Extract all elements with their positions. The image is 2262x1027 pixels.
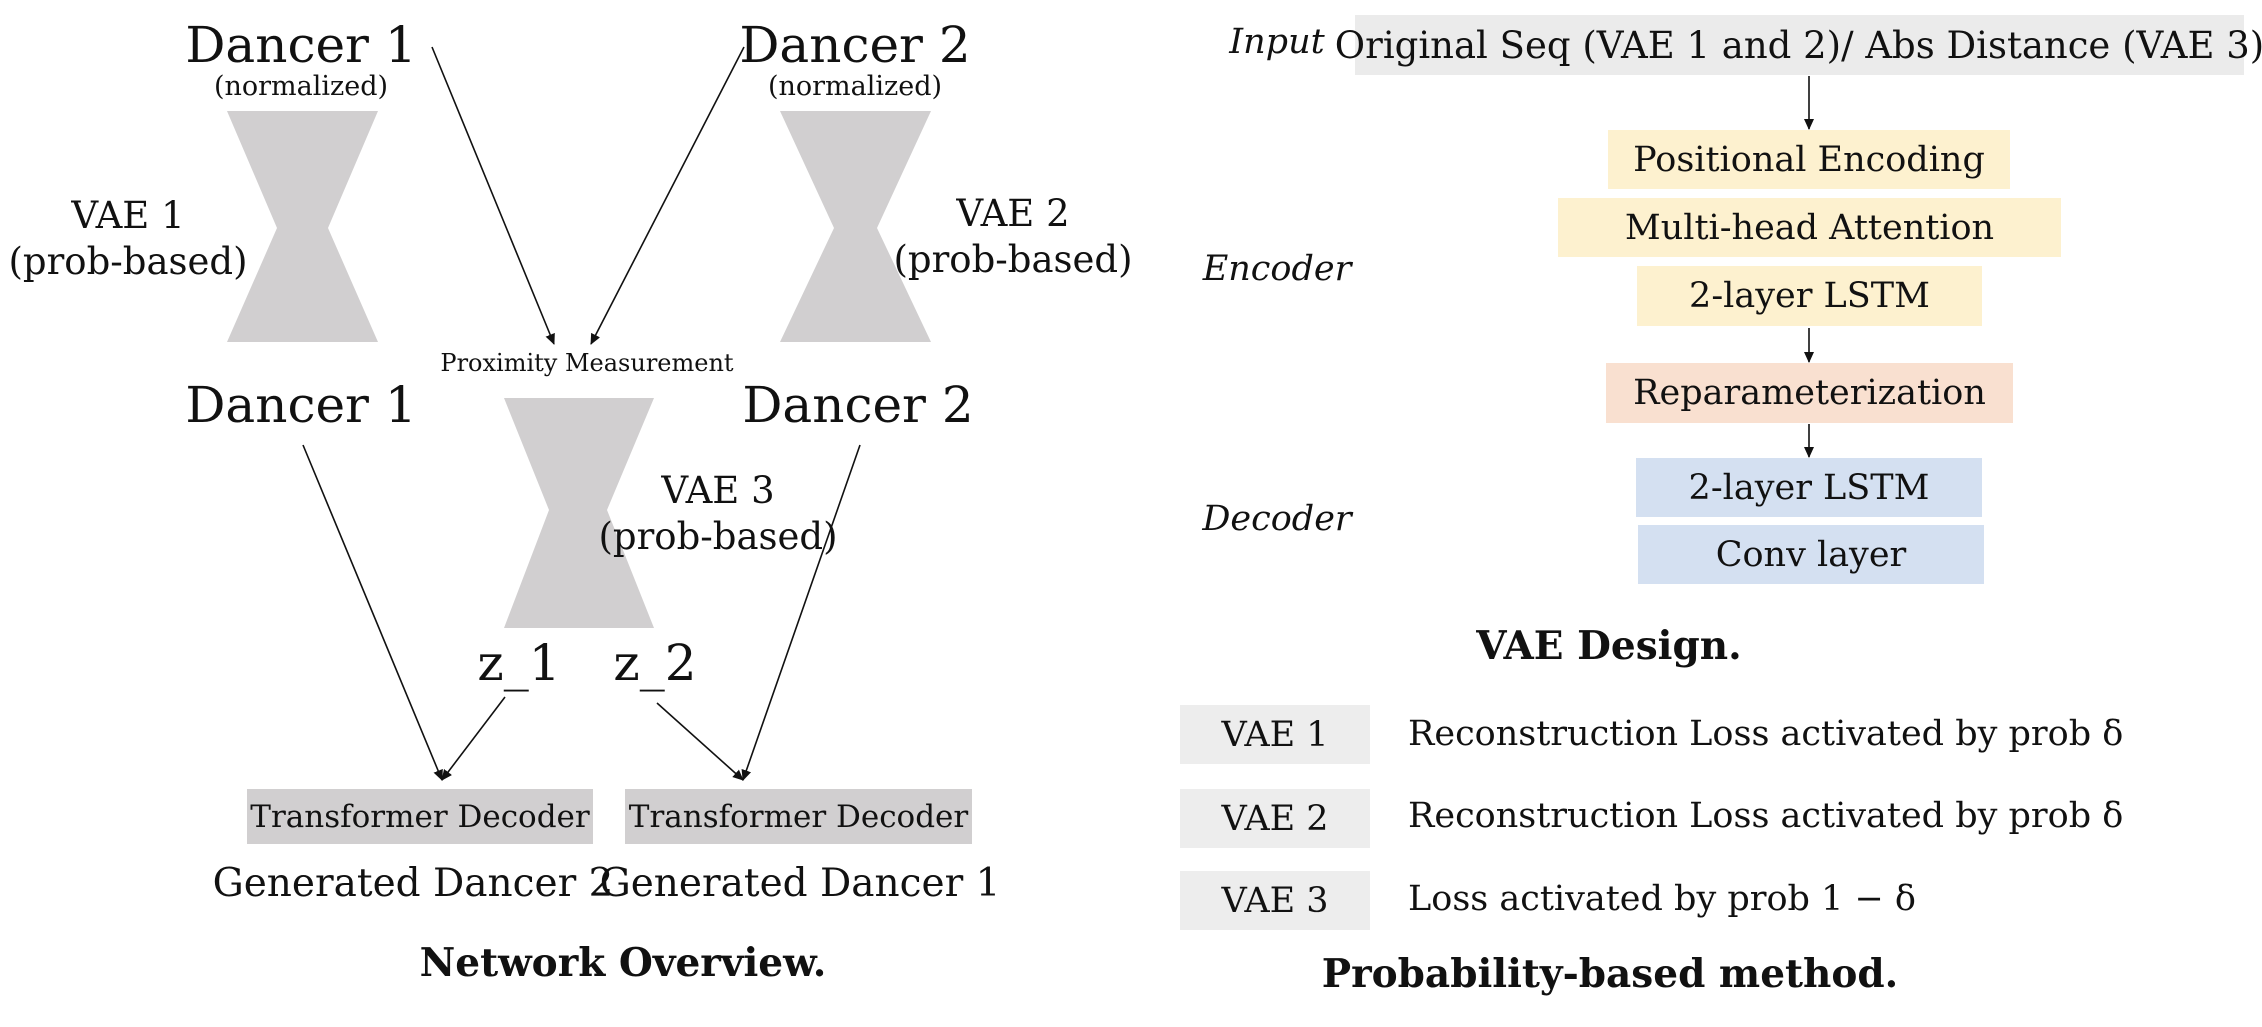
z2-label: z_2 <box>613 634 697 692</box>
reparameterization-box: Reparameterization <box>1606 363 2013 423</box>
vae1-name: VAE 1 <box>71 194 185 237</box>
input-box: Original Seq (VAE 1 and 2)/ Abs Distance… <box>1335 15 2262 75</box>
conv-layer-box: Conv layer <box>1638 525 1984 584</box>
dancer1-mid-label: Dancer 1 <box>185 376 417 434</box>
encoder-stage-label: Encoder <box>1202 249 1352 289</box>
prob-row-2-name: VAE 2 <box>1180 789 1370 848</box>
generated-dancer2-label: Generated Dancer 2 <box>212 861 614 906</box>
dancer2-mid-label: Dancer 2 <box>742 376 974 434</box>
transformer-decoder-left: Transformer Decoder <box>247 789 593 844</box>
prob-row-3-name: VAE 3 <box>1180 871 1370 930</box>
vae2-name: VAE 2 <box>956 192 1070 235</box>
decoder-lstm-box: 2-layer LSTM <box>1636 458 1982 517</box>
dancer2-top-note: (normalized) <box>767 71 943 102</box>
z1-label: z_1 <box>477 634 561 692</box>
arrow-dancer1-to-decoder <box>302 444 443 781</box>
vae1-label: VAE 1 (prob-based) <box>8 193 247 286</box>
arrow-dancer2-to-proximity <box>590 46 745 345</box>
arrow-z1-to-decoder <box>441 696 506 781</box>
proximity-measurement-label: Proximity Measurement <box>440 349 734 377</box>
vae2-type: (prob-based) <box>893 238 1133 282</box>
arrow-dancer2-to-decoder <box>741 444 861 781</box>
decoder-stage-label: Decoder <box>1202 499 1352 539</box>
probability-method-caption: Probability-based method. <box>1321 951 1899 997</box>
vae3-name: VAE 3 <box>661 469 775 512</box>
vae1-hourglass <box>227 111 378 342</box>
encoder-lstm-box: 2-layer LSTM <box>1637 266 1982 326</box>
dancer1-top-label: Dancer 1 <box>185 16 417 74</box>
vae3-type: (prob-based) <box>598 515 838 559</box>
vae3-label: VAE 3 (prob-based) <box>598 468 837 561</box>
prob-row-2-text: Reconstruction Loss activated by prob δ <box>1408 796 2124 836</box>
network-overview-caption: Network Overview. <box>419 940 827 986</box>
positional-encoding-box: Positional Encoding <box>1608 130 2010 189</box>
vae2-hourglass <box>780 111 931 342</box>
multihead-attention-box: Multi-head Attention <box>1558 198 2061 257</box>
prob-row-1-name: VAE 1 <box>1180 705 1370 764</box>
vae2-label: VAE 2 (prob-based) <box>893 191 1132 284</box>
vae3-hourglass <box>504 398 654 628</box>
prob-row-3-text: Loss activated by prob 1 − δ <box>1408 879 1916 919</box>
dancer2-top-label: Dancer 2 <box>739 16 971 74</box>
vae-design-caption: VAE Design. <box>1476 623 1742 669</box>
transformer-decoder-right: Transformer Decoder <box>625 789 972 844</box>
generated-dancer1-label: Generated Dancer 1 <box>599 861 1001 906</box>
prob-row-1-text: Reconstruction Loss activated by prob δ <box>1408 714 2124 754</box>
input-stage-label: Input <box>1229 22 1325 62</box>
arrow-dancer1-to-proximity <box>431 46 555 345</box>
vae1-type: (prob-based) <box>8 240 248 284</box>
dancer1-top-note: (normalized) <box>213 71 389 102</box>
arrow-z2-to-decoder <box>656 702 744 781</box>
